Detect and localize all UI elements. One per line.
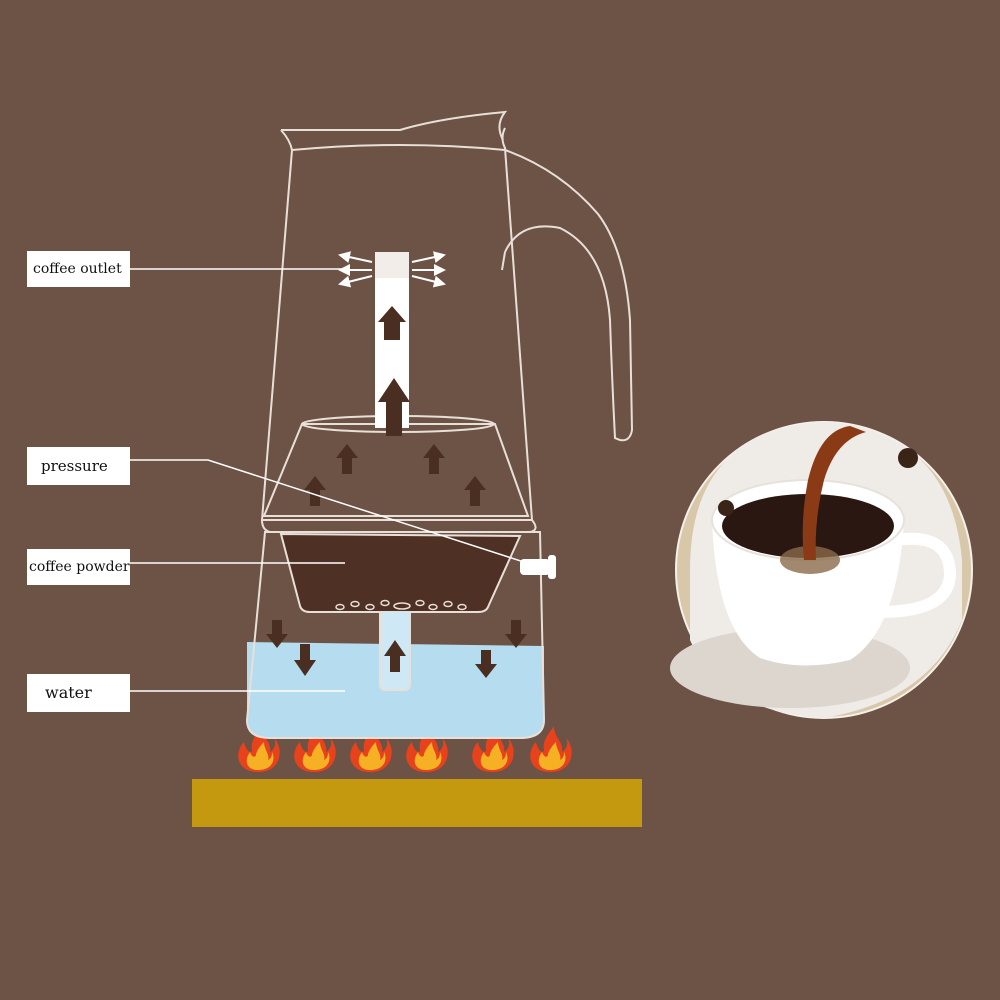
safety-valve [520, 559, 550, 575]
filter-plate [262, 423, 530, 517]
coffee-powder-basket [279, 532, 522, 613]
stove-plate [192, 779, 642, 827]
lower-chamber [245, 531, 546, 739]
leader-lines [130, 268, 531, 692]
label-water: water [27, 674, 130, 712]
filter-holes [335, 599, 467, 611]
label-pressure: pressure [27, 447, 130, 485]
label-coffee-powder: coffee powder [27, 549, 130, 585]
cup-body [712, 520, 904, 666]
arrow-icons-column [378, 306, 410, 436]
upper-chamber [260, 110, 634, 533]
coffee-cup-photo [670, 421, 973, 719]
arrow-icons-pressure [304, 444, 486, 506]
coffee-pour-stream [802, 426, 866, 560]
cup-handle [879, 532, 957, 618]
spray-arrow-icons [338, 251, 446, 288]
arrow-icons-water [266, 620, 527, 678]
label-coffee-outlet: coffee outlet [27, 251, 130, 287]
